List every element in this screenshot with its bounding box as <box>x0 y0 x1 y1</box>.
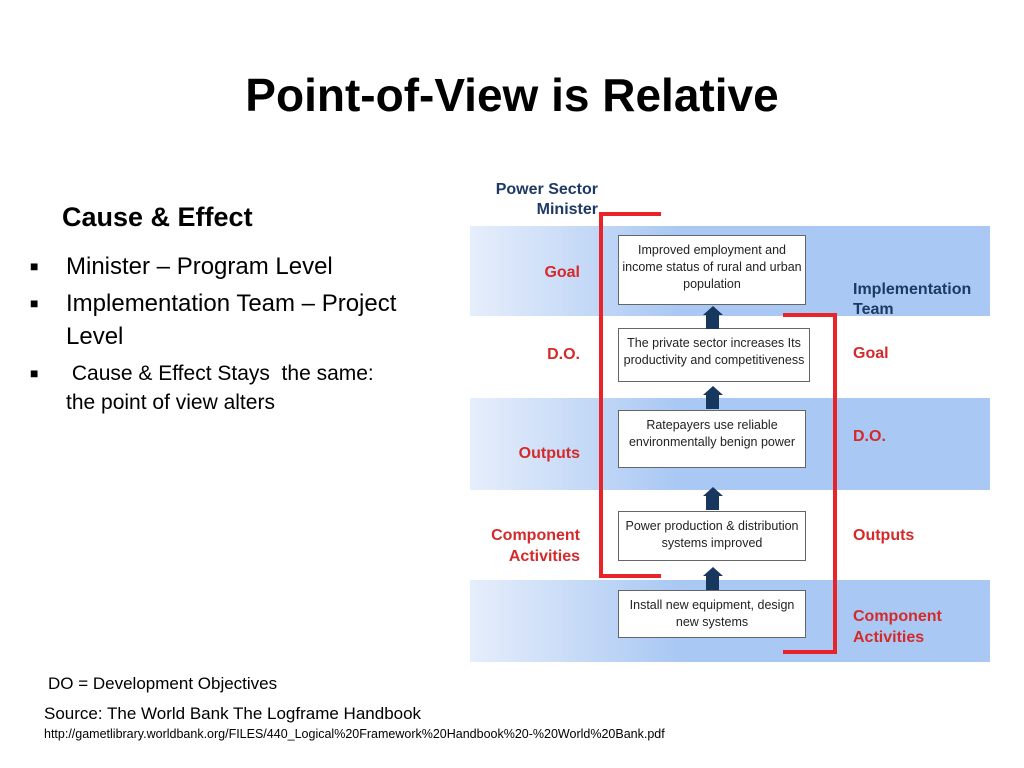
bullet-text: Implementation Team – Project Level <box>66 290 397 350</box>
left-level-label: Goal <box>544 264 580 281</box>
square-bullet-icon: ■ <box>30 258 39 274</box>
arrow-up-icon <box>702 386 723 409</box>
source-url: http://gametlibrary.worldbank.org/FILES/… <box>44 727 665 741</box>
slide-title: Point-of-View is Relative <box>245 69 779 121</box>
minister-bracket <box>599 574 661 578</box>
square-bullet-icon: ■ <box>30 295 39 311</box>
bullet-item: ■ Implementation Team – Project Level <box>30 287 400 353</box>
left-level-label: D.O. <box>547 346 580 363</box>
minister-header: Power Sector Minister <box>495 181 598 218</box>
minister-bracket <box>599 212 661 216</box>
component-box: Power production & distribution systems … <box>618 511 806 561</box>
left-level-label: Outputs <box>518 445 580 462</box>
right-level-label: D.O. <box>853 428 886 445</box>
goal-box: Improved employment and income status of… <box>618 235 806 305</box>
right-level-label: Outputs <box>853 527 915 544</box>
minister-bracket <box>599 212 603 578</box>
source-citation: Source: The World Bank The Logframe Hand… <box>44 704 422 723</box>
do-box: The private sector increases Its product… <box>618 328 810 382</box>
square-bullet-icon: ■ <box>30 365 39 381</box>
team-bracket <box>783 313 837 317</box>
bullet-item: ■ Minister – Program Level <box>30 250 400 283</box>
right-level-label: Component Activities <box>853 608 942 646</box>
arrow-up-icon <box>702 306 723 329</box>
bullet-item: ■ Cause & Effect Stays the same: the poi… <box>30 359 400 417</box>
bullet-text: Minister – Program Level <box>66 253 333 280</box>
bullet-list: ■ Minister – Program Level ■ Implementatio… <box>30 250 400 421</box>
bullet-text: Cause & Effect Stays the same: the point… <box>66 362 380 414</box>
arrow-up-icon <box>702 567 723 590</box>
implementation-team-header: Implementation Team <box>853 281 972 318</box>
cause-effect-subhead: Cause & Effect <box>62 202 253 232</box>
left-level-label: Component Activities <box>491 527 580 565</box>
outputs-box: Ratepayers use reliable environmentally … <box>618 410 806 468</box>
activities-box: Install new equipment, design new system… <box>618 590 806 638</box>
team-bracket <box>833 313 837 654</box>
right-level-label: Goal <box>853 345 889 362</box>
arrow-up-icon <box>702 487 723 510</box>
team-bracket <box>783 650 837 654</box>
do-footnote: DO = Development Objectives <box>48 674 278 693</box>
